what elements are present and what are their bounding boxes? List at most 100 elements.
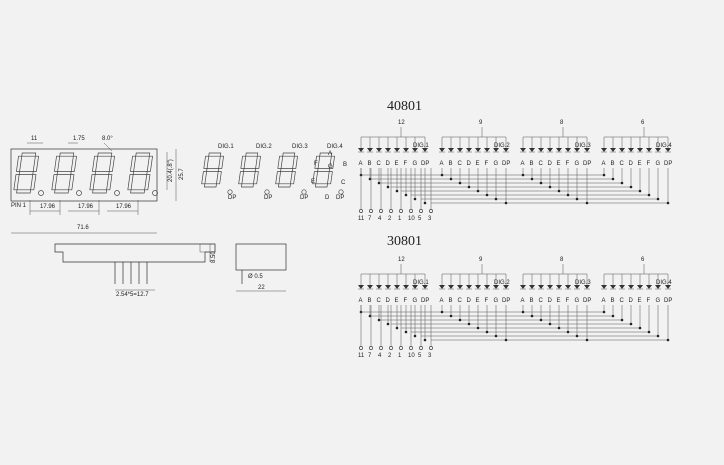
pin-number-label: 1 [398,353,402,359]
pin-number-label: 10 [408,353,415,359]
diode-symbol [475,148,481,152]
diode-symbol [448,285,454,289]
pin-terminal [409,209,413,213]
segment [255,155,261,169]
diode-symbol [358,285,364,289]
diode-symbol [439,148,445,152]
front-view: 11 1.75 8.0° 20.4(.8") 25.7 PIN 1 17.96 … [10,136,185,234]
dim-175-label: 1.75 [73,136,85,142]
common-pin-label: 6 [641,120,645,126]
seg-f-label: F [314,161,318,167]
seg-g-label: G [328,164,333,170]
segment [130,155,137,172]
seg-a-label: A [328,151,332,157]
pin-number-label: 11 [358,216,365,222]
pin-terminal [429,346,433,350]
segment [241,183,254,188]
diode-symbol [475,285,481,289]
junction-dot [521,310,525,314]
diode-symbol [484,285,490,289]
junction-dot [449,314,453,318]
junction-dot [377,318,381,322]
segment [92,155,99,172]
digit-dp [227,189,233,195]
junction-dot [440,173,444,177]
segment [13,174,20,191]
total-width-label: 71.6 [77,225,89,231]
segment [16,189,32,194]
segment-label: G [656,161,661,167]
diode-symbol [610,285,616,289]
pin-terminal [389,209,393,213]
segment [329,155,335,169]
diode-symbol [619,285,625,289]
junction-dot [656,334,660,338]
dim-257-label: 25.7 [179,168,185,180]
diode-symbol [637,148,643,152]
side-view: Ø 0.5 22 [235,243,287,292]
pin-number-label: 2 [388,353,392,359]
diode-symbol [503,148,509,152]
digit-label: DIG.4 [656,280,672,286]
pin-terminal [419,209,423,213]
diode-symbol [520,148,526,152]
segment-label: A [602,161,606,167]
bottom-body-outline [54,243,216,263]
pin-number-label: 7 [368,353,372,359]
junction-dot [585,201,589,205]
bottom-view: 2.54*5=12.7 8.50 [54,243,217,298]
segment-label: B [368,161,372,167]
common-pin-label: 6 [641,257,645,263]
segment [314,155,321,169]
pin-terminal [399,209,403,213]
segment-label: F [485,298,489,304]
junction-dot [423,338,427,342]
diode-symbol [466,148,472,152]
diode-symbol [565,148,571,152]
segment-label: G [494,161,499,167]
segment-label: B [611,161,615,167]
front-dp [38,190,44,196]
segment [208,152,222,157]
common-pin-label: 9 [479,120,483,126]
segment-label: C [620,298,625,304]
junction-dot [413,334,417,338]
digit-label: DIG.2 [494,280,510,286]
pitch-2-label: 17.96 [78,204,94,210]
junction-dot [467,322,471,326]
junction-dot [440,310,444,314]
segment-label: B [449,161,453,167]
segment [70,155,77,172]
segment-label: G [575,298,580,304]
pin-terminal [359,209,363,213]
junction-dot [620,181,624,185]
diode-symbol [547,285,553,289]
pin-terminal [369,346,373,350]
segment [290,171,296,185]
pin-number-label: 5 [418,216,422,222]
segment-label: DP [421,161,429,167]
depth-label: 22 [258,285,265,291]
pin-number-label: 3 [428,353,432,359]
segment-label: C [458,298,463,304]
diode-symbol [385,285,391,289]
segment-label: E [638,161,642,167]
dig1-label: DIG.1 [218,144,234,150]
dim-angle-label: 8.0° [102,136,113,142]
diode-symbol [403,285,409,289]
diode-symbol [412,285,418,289]
segment-label: F [404,161,408,167]
dim-height-label: 20.4(.8") [168,159,174,182]
diode-symbol [529,285,535,289]
junction-dot [666,201,670,205]
segment-label: F [566,298,570,304]
segment [327,171,333,185]
junction-dot [611,177,615,181]
digit-dp [301,189,307,195]
digit-dp [264,189,270,195]
diode-symbol [646,148,652,152]
junction-dot [395,326,399,330]
segment-label: B [611,298,615,304]
junction-dot [386,322,390,326]
segment-label: E [638,298,642,304]
